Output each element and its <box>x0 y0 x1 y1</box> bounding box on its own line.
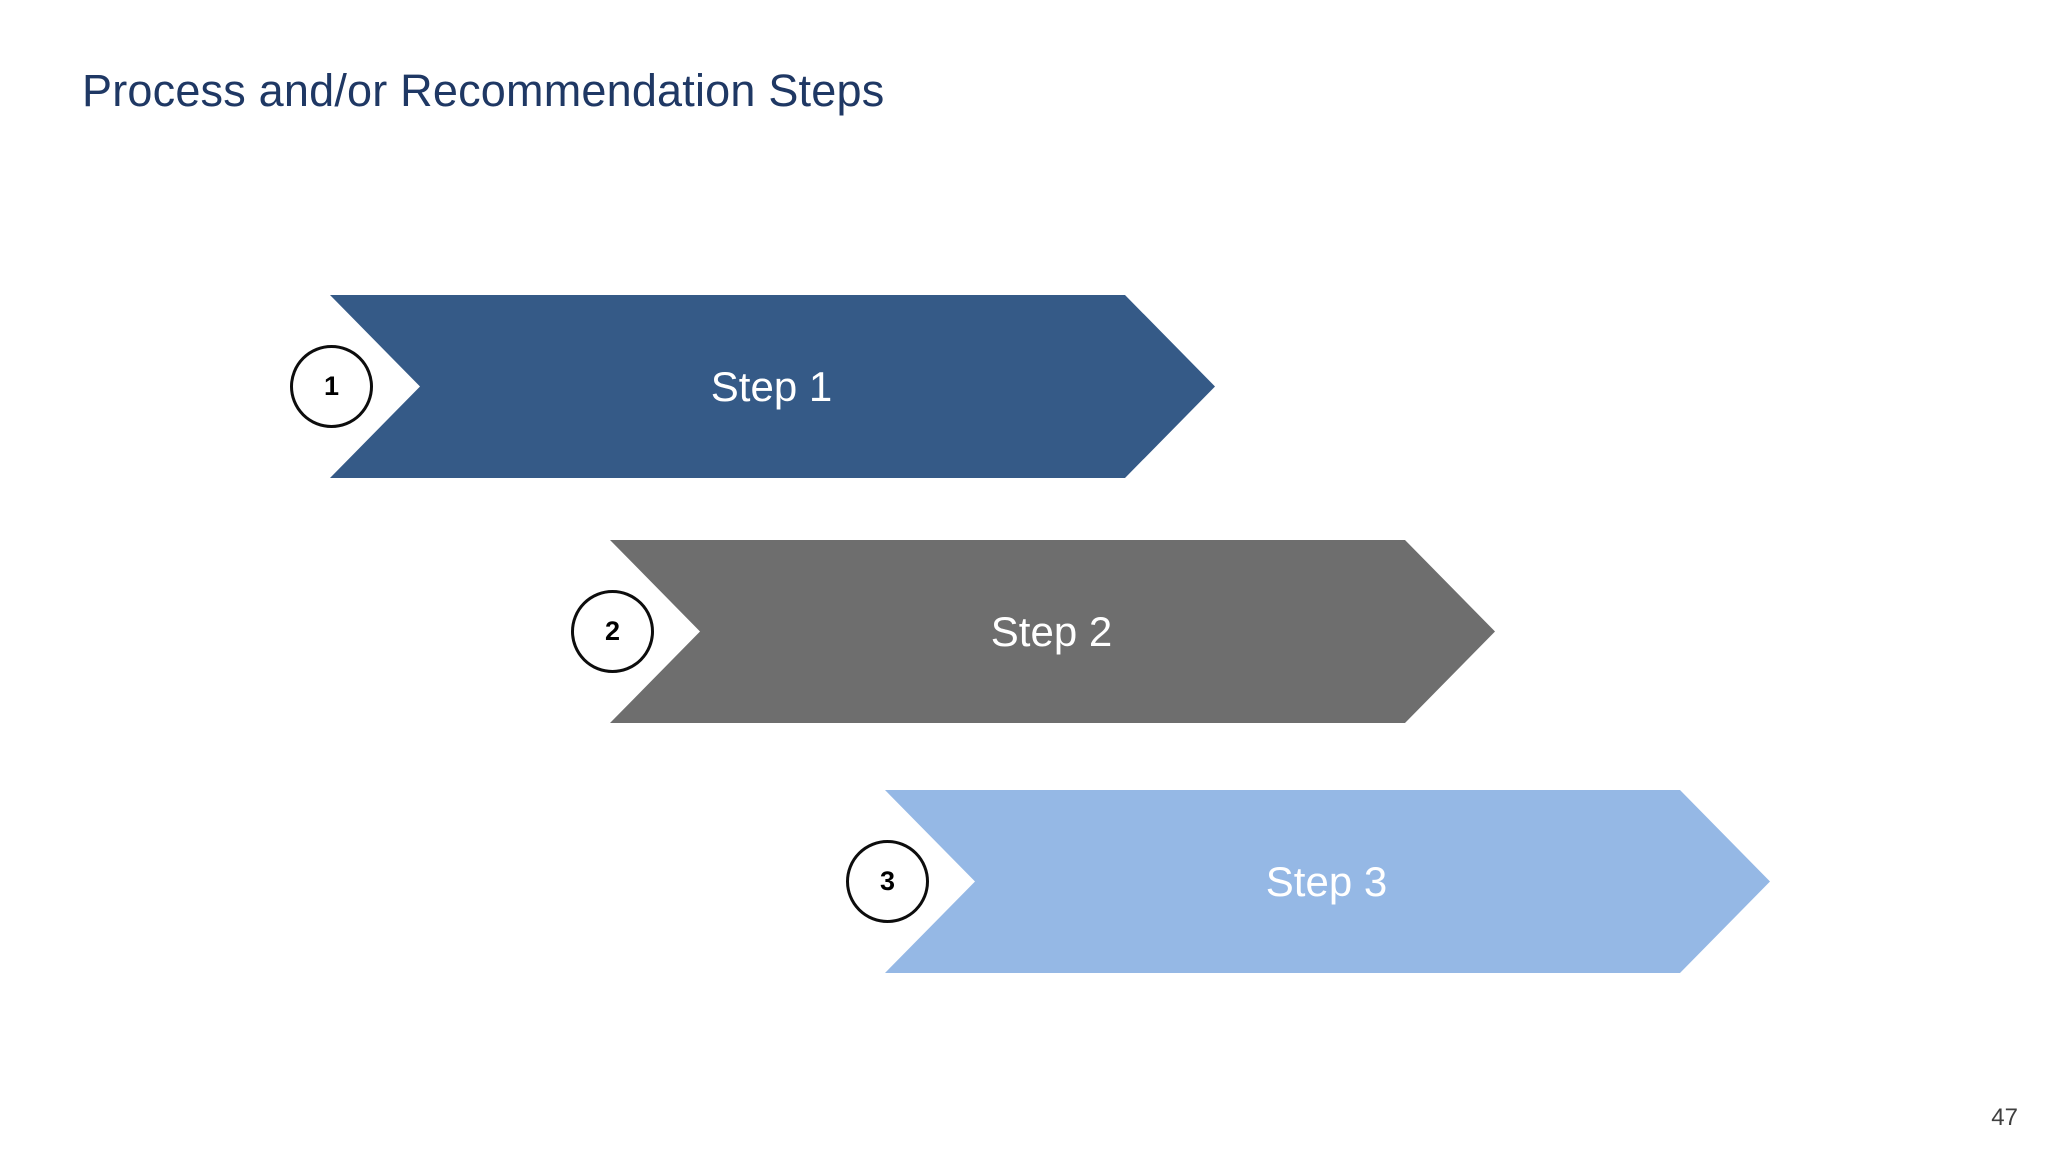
chevron-fill <box>330 295 1215 478</box>
page-title: Process and/or Recommendation Steps <box>82 65 885 116</box>
step-number-text: 3 <box>879 866 896 896</box>
chevron-shape-step-1[interactable] <box>330 295 1215 478</box>
step-number-text: 2 <box>604 616 621 646</box>
chevron-fill <box>885 790 1770 973</box>
chevron-shape-step-2[interactable] <box>610 540 1495 723</box>
page-number: 47 <box>1991 1104 2018 1131</box>
step-number-badge-3[interactable]: 3 <box>846 840 929 923</box>
step-number-badge-2[interactable]: 2 <box>571 590 654 673</box>
chevron-shape-step-3[interactable] <box>885 790 1770 973</box>
step-number-text: 1 <box>323 371 340 401</box>
step-label-2: Step 2 <box>990 607 1113 655</box>
step-label-1: Step 1 <box>710 362 833 410</box>
step-label-3: Step 3 <box>1265 857 1388 905</box>
step-number-badge-1[interactable]: 1 <box>290 345 373 428</box>
chevron-fill <box>610 540 1495 723</box>
